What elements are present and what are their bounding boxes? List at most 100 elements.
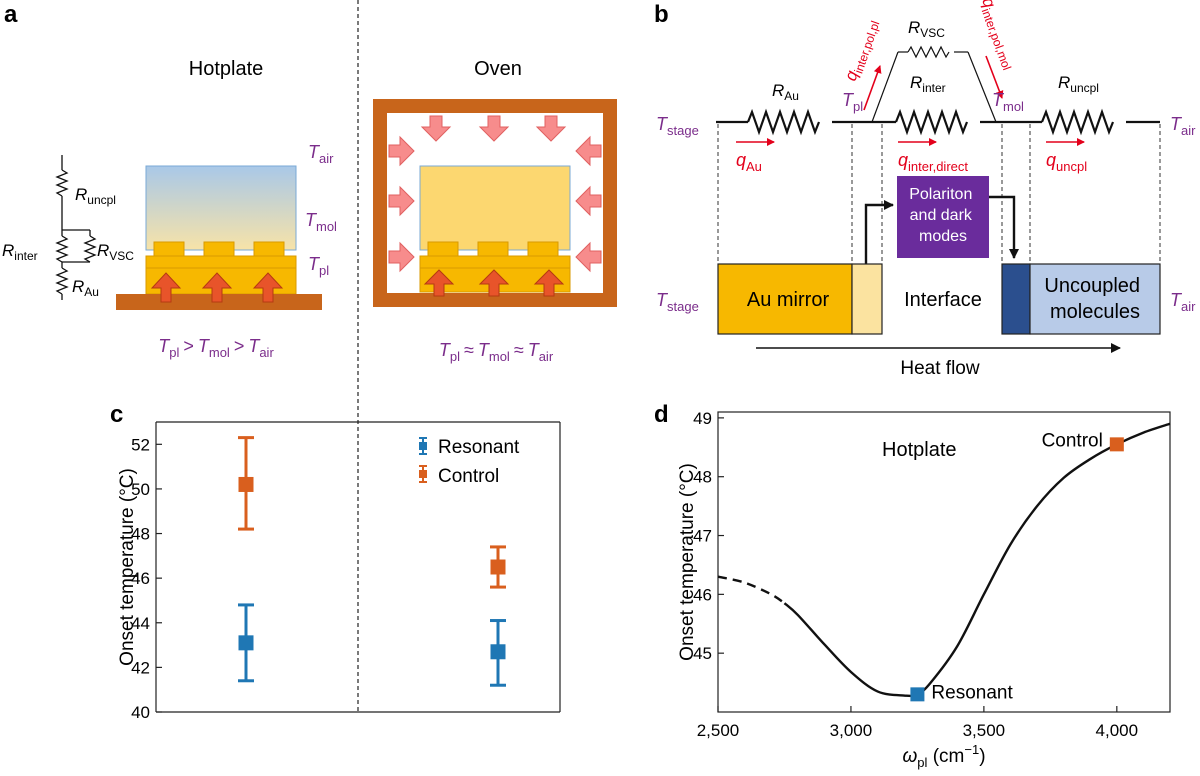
interface-block-light: [851, 263, 883, 335]
t-pl-label: Tpl: [842, 90, 863, 114]
control-point: [1109, 437, 1124, 452]
r-uncpl-label: Runcpl: [75, 185, 116, 207]
uncoupled-molecules-label: Uncoupled molecules: [1044, 275, 1145, 323]
curve-dashed-segment: [717, 575, 786, 605]
resistor-chain: [716, 108, 1160, 136]
oven-left-arrow: [575, 185, 602, 217]
au-mirror-label: Au mirror: [747, 289, 830, 311]
vsc-branch: [871, 45, 997, 123]
oven-right-arrow: [388, 185, 415, 217]
y-tick-label: 49: [693, 409, 712, 428]
y-tick-label: 48: [131, 525, 150, 544]
hotplate-up-arrow: [201, 272, 233, 303]
x-tick-label: 3,000: [830, 721, 873, 740]
oven-up-arrow: [533, 269, 565, 297]
interface-block-dark: [1001, 263, 1031, 335]
oven-right-arrow: [388, 241, 415, 273]
y-tick-label: 42: [131, 658, 150, 677]
control-point: [238, 476, 254, 492]
y-tick-label: 44: [131, 614, 150, 633]
polariton-modes-box: [897, 176, 989, 258]
au-mirror-block: [717, 263, 853, 335]
x-tick-label: 3,500: [963, 721, 1006, 740]
heat-flow-label: Heat flow: [900, 358, 979, 379]
q-inter-pol-mol-label: qinter,pol,mol: [975, 0, 1021, 72]
oven-wall: [373, 99, 617, 307]
t-mol-label: Tmol: [992, 90, 1024, 114]
resonant-point: [910, 687, 925, 702]
legend-resonant-marker: [419, 442, 427, 450]
q-inter-pol-pl-arrow: [863, 65, 882, 111]
x-tick-label: 4,000: [1096, 721, 1139, 740]
panel-c-ylabel: Onset temperature (°C): [117, 468, 138, 666]
y-tick-label: 52: [131, 435, 150, 454]
q-uncpl-label: quncpl: [1046, 150, 1087, 174]
oven-temperature-relation: Tpl≈Tmol≈Tair: [439, 340, 554, 364]
control-point-label: Control: [1042, 430, 1103, 451]
t-stage-label: Tstage: [656, 114, 699, 138]
y-tick-label: 40: [131, 703, 150, 722]
hotplate-up-arrow: [150, 272, 182, 303]
y-tick-label: 50: [131, 480, 150, 499]
dashed-guides: [717, 124, 1161, 264]
panel-c-marks: [238, 436, 506, 687]
legend-control-label: Control: [438, 466, 499, 487]
resonant-point: [490, 644, 506, 660]
oven-down-arrow: [535, 115, 567, 142]
panel-a-letter: a: [4, 1, 18, 28]
panel-c-legend: Resonant Control: [419, 437, 520, 487]
oven-up-arrow: [423, 269, 455, 297]
flow-arrow-to-polariton: [864, 200, 894, 264]
t-mol-label: Tmol: [305, 210, 337, 234]
panel-d-letter: d: [654, 401, 669, 428]
y-tick-label: 48: [693, 468, 712, 487]
resonant-point: [238, 635, 254, 651]
polariton-box-text: Polariton and dark modes: [909, 186, 977, 245]
t-stage-label: Tstage: [656, 290, 699, 314]
r-vsc-label: RVSC: [97, 241, 134, 263]
hotplate-title: Hotplate: [189, 58, 264, 80]
t-air-label: Tair: [1170, 114, 1196, 138]
control-point: [490, 559, 506, 575]
panel-c-letter: c: [110, 401, 123, 428]
panel-d-title: Hotplate: [882, 439, 957, 461]
panel-d-xlabel: ωpl (cm−1): [902, 742, 985, 770]
x-tick-label: 2,500: [697, 721, 740, 740]
hotplate-gold-bump: [153, 241, 185, 257]
y-tick-label: 47: [693, 527, 712, 546]
oven-molecule-layer: [419, 165, 571, 251]
oven-gold-bump: [477, 241, 509, 257]
r-au-label: RAu: [772, 81, 799, 103]
panel-b-letter: b: [654, 1, 669, 28]
oven-up-arrow: [478, 269, 510, 297]
t-pl-label: Tpl: [308, 254, 329, 278]
panel-d-frame: [717, 411, 1171, 713]
panel-d-xticks: 2,500 3,000 3,500 4,000: [697, 706, 1138, 740]
oven-gold-bump: [527, 241, 559, 257]
y-tick-label: 45: [693, 644, 712, 663]
r-uncpl-label: Runcpl: [1058, 73, 1099, 95]
r-inter-label: Rinter: [910, 73, 946, 95]
oven-title: Oven: [474, 58, 522, 80]
hotplate-gold-bump: [203, 241, 235, 257]
r-vsc-label: RVSC: [908, 18, 945, 40]
flow-arrow-from-polariton: [989, 195, 1019, 259]
hotplate-molecule-layer: [145, 165, 297, 251]
oven-gold-bump: [427, 241, 459, 257]
q-inter-pol-mol-arrow: [985, 55, 1004, 99]
t-air-label: Tair: [1170, 290, 1196, 314]
panel-a: a Hotplate Oven Runcpl Rinter RVSC RAu: [2, 1, 617, 364]
resonant-point-label: Resonant: [931, 682, 1013, 703]
legend-control-marker: [419, 470, 427, 478]
legend-resonant-label: Resonant: [438, 437, 520, 458]
hotplate-gold-bump: [253, 241, 285, 257]
q-au-label: qAu: [736, 150, 762, 174]
panel-d-ylabel: Onset temperature (°C): [677, 463, 698, 661]
r-inter-label: Rinter: [2, 241, 38, 263]
curve-solid-segment: [783, 422, 1171, 698]
